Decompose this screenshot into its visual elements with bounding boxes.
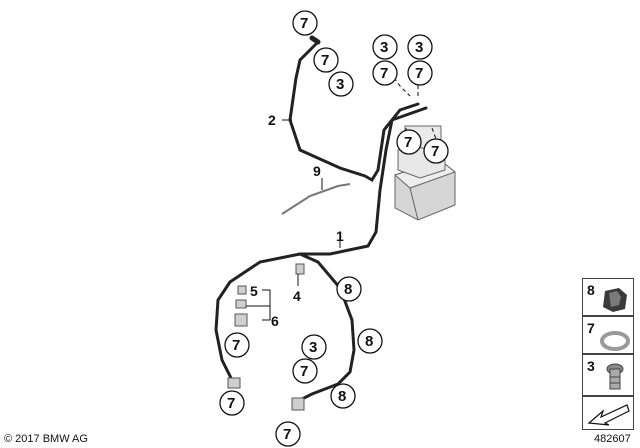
figure-id: 482607 [594,433,631,445]
callout: 7 [224,332,250,358]
callout: 8 [336,276,362,302]
callout: 7 [313,47,339,73]
svg-text:8: 8 [365,333,373,350]
arrow-direction-icon [587,404,630,426]
callout: 3 [407,34,433,60]
legend-item-direction-arrow [582,396,634,430]
part-number-4: 4 [293,288,301,304]
callout: 8 [330,383,356,409]
svg-text:7: 7 [300,15,308,32]
part-number-9: 9 [313,163,321,179]
legend-label: 8 [587,282,595,298]
brake-line-1 [214,106,428,404]
callout: 7 [275,421,301,447]
legend-item-banjo-bolt: 3 [582,354,634,396]
svg-text:3: 3 [336,76,344,93]
svg-text:3: 3 [415,39,423,56]
callout: 7 [372,60,398,86]
part-number-5: 5 [250,283,258,299]
svg-text:7: 7 [415,65,423,82]
fittings-5-6 [227,263,305,411]
callout: 7 [292,358,318,384]
legend-label: 7 [587,320,595,336]
svg-text:7: 7 [300,363,308,380]
callout: 7 [219,390,245,416]
sealing-ring-icon [600,331,630,351]
svg-text:7: 7 [283,426,291,443]
copyright-text: © 2017 BMW AG [4,433,88,445]
callout: 3 [372,34,398,60]
callout: 7 [396,129,422,155]
svg-text:8: 8 [344,281,352,298]
rubber-grommet-icon [603,288,627,312]
part-number-6: 6 [271,313,279,329]
brake-line-2 [288,35,420,183]
svg-text:7: 7 [404,134,412,151]
leader-lines [246,71,441,321]
part-number-1: 1 [336,228,344,244]
banjo-bolt-icon [606,363,624,390]
legend-label: 3 [587,358,595,374]
callout: 3 [328,71,354,97]
callout: 7 [407,60,433,86]
callout: 3 [301,334,327,360]
svg-text:7: 7 [232,337,240,354]
callout: 8 [357,328,383,354]
svg-text:8: 8 [338,388,346,405]
callout: 7 [423,138,449,164]
part-number-2: 2 [268,112,276,128]
svg-text:7: 7 [321,52,329,69]
svg-text:3: 3 [380,39,388,56]
callout: 7 [292,10,318,36]
svg-text:3: 3 [309,339,317,356]
svg-text:7: 7 [380,65,388,82]
svg-text:7: 7 [227,395,235,412]
legend-item-grommet: 8 [582,278,634,316]
part-number-labels: 2 1 4 5 6 9 [250,112,344,329]
svg-text:7: 7 [431,143,439,160]
legend-item-sealing-ring: 7 [582,316,634,354]
callouts: 7 7 3 3 3 7 7 7 7 8 8 8 7 3 7 7 7 [219,10,449,447]
cable-tie-9 [281,183,351,215]
